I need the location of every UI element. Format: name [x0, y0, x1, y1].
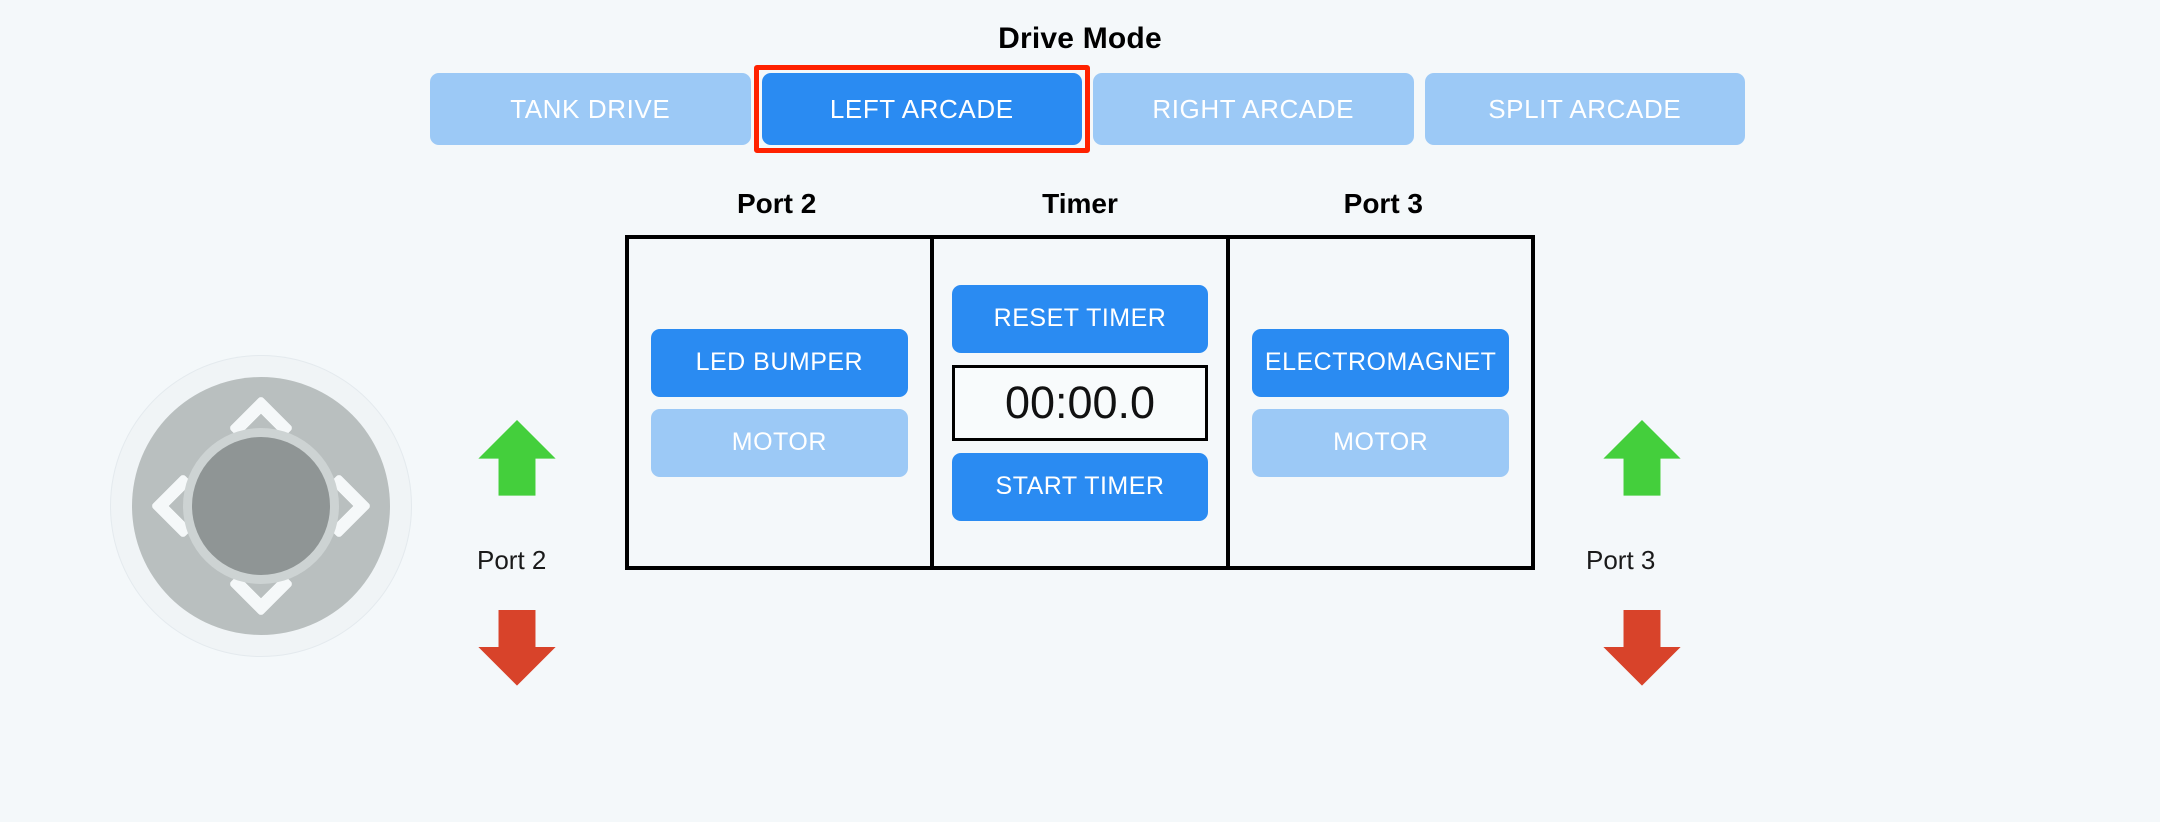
drive-mode-tank-drive-button[interactable]: TANK DRIVE — [430, 73, 751, 145]
panel-heading-timer: Timer — [1042, 188, 1118, 219]
port2-motor-button[interactable]: MOTOR — [651, 408, 908, 477]
port3-motor-button[interactable]: MOTOR — [1252, 408, 1510, 477]
drive-mode-left-arcade-button[interactable]: LEFT ARCADE — [753, 65, 1090, 153]
arrow-up-icon[interactable] — [1600, 415, 1684, 499]
led-bumper-button[interactable]: LED BUMPER — [651, 328, 908, 397]
panel-heading-port3: Port 3 — [1343, 188, 1423, 219]
dpad-center-knob[interactable] — [192, 437, 330, 575]
arrow-down-icon[interactable] — [475, 605, 559, 689]
drive-mode-split-arcade-button[interactable]: SPLIT ARCADE — [1424, 73, 1745, 145]
directional-pad[interactable] — [110, 355, 412, 657]
panel-port2: LED BUMPER MOTOR — [629, 239, 930, 566]
drive-mode-button-group: TANK DRIVE LEFT ARCADE RIGHT ARCADE SPLI… — [430, 65, 1745, 153]
drive-mode-right-arcade-button[interactable]: RIGHT ARCADE — [1093, 73, 1414, 145]
panel-port3: ELECTROMAGNET MOTOR — [1226, 239, 1531, 566]
panel-heading-row: Port 2 Timer Port 3 — [625, 188, 1535, 222]
panel-heading-port2: Port 2 — [736, 188, 817, 219]
control-panel-group: LED BUMPER MOTOR RESET TIMER 00:00.0 STA… — [625, 235, 1535, 570]
page-title: Drive Mode — [998, 22, 1162, 55]
arrow-up-icon[interactable] — [475, 415, 559, 499]
port-label-left: Port 2 — [477, 545, 547, 575]
timer-display: 00:00.0 — [951, 364, 1209, 441]
reset-timer-button[interactable]: RESET TIMER — [951, 284, 1209, 353]
arrow-down-icon[interactable] — [1600, 605, 1684, 689]
port-label-right: Port 3 — [1586, 545, 1656, 575]
electromagnet-button[interactable]: ELECTROMAGNET — [1252, 328, 1510, 397]
panel-timer: RESET TIMER 00:00.0 START TIMER — [929, 239, 1227, 566]
start-timer-button[interactable]: START TIMER — [951, 452, 1209, 521]
